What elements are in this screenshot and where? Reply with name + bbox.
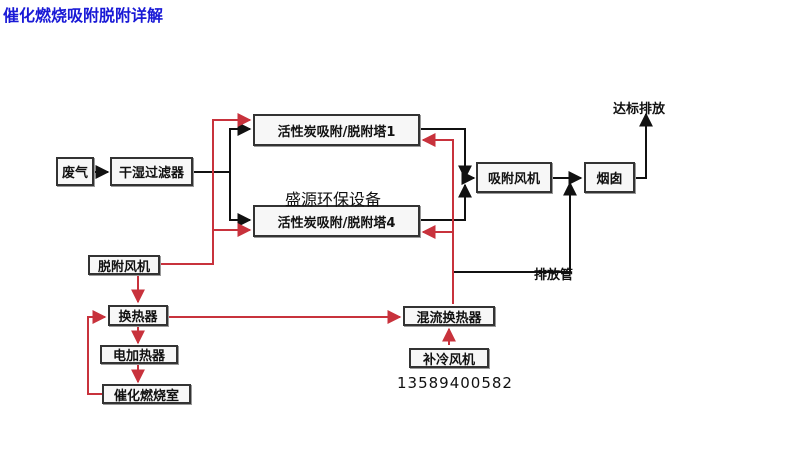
flow-to-tower4 xyxy=(229,172,252,227)
page-title: 催化燃烧吸附脱附详解 xyxy=(3,6,164,25)
node-combustion-chamber: 催化燃烧室 xyxy=(102,384,191,404)
node-tower-4: 活性炭吸附/脱附塔4 xyxy=(253,205,420,237)
node-waste-gas: 废气 xyxy=(56,157,94,186)
node-electric-heater: 电加热器 xyxy=(100,345,178,364)
flow-to-tower1 xyxy=(229,122,252,172)
flow-mixer-to-towers xyxy=(421,133,454,304)
main-flow-lines xyxy=(95,112,653,273)
node-cooling-fan: 补冷风机 xyxy=(409,348,489,368)
label-watermark: 盛源环保设备 xyxy=(285,190,382,209)
label-standard-discharge: 达标排放 xyxy=(613,102,666,117)
node-filter: 干湿过滤器 xyxy=(110,157,193,186)
node-chimney: 烟囱 xyxy=(584,162,635,193)
node-tower-1: 活性炭吸附/脱附塔1 xyxy=(253,114,420,146)
flow-desorption-fan-to-towers xyxy=(160,113,252,265)
node-heat-exchanger: 换热器 xyxy=(108,305,168,326)
flow-tower1-out xyxy=(420,128,472,180)
flow-tower4-out xyxy=(420,183,472,221)
desorption-flow-lines xyxy=(87,113,456,395)
node-mixing-exchanger: 混流换热器 xyxy=(403,306,495,326)
flow-chamber-back-to-exchanger xyxy=(87,310,107,395)
flow-discharge-pipe xyxy=(453,181,577,273)
flow-chimney-to-discharge xyxy=(635,112,653,179)
label-discharge-pipe: 排放管 xyxy=(534,268,574,283)
node-adsorption-fan: 吸附风机 xyxy=(476,162,552,193)
label-phone: 13589400582 xyxy=(397,374,513,392)
node-desorption-fan: 脱附风机 xyxy=(88,255,160,275)
